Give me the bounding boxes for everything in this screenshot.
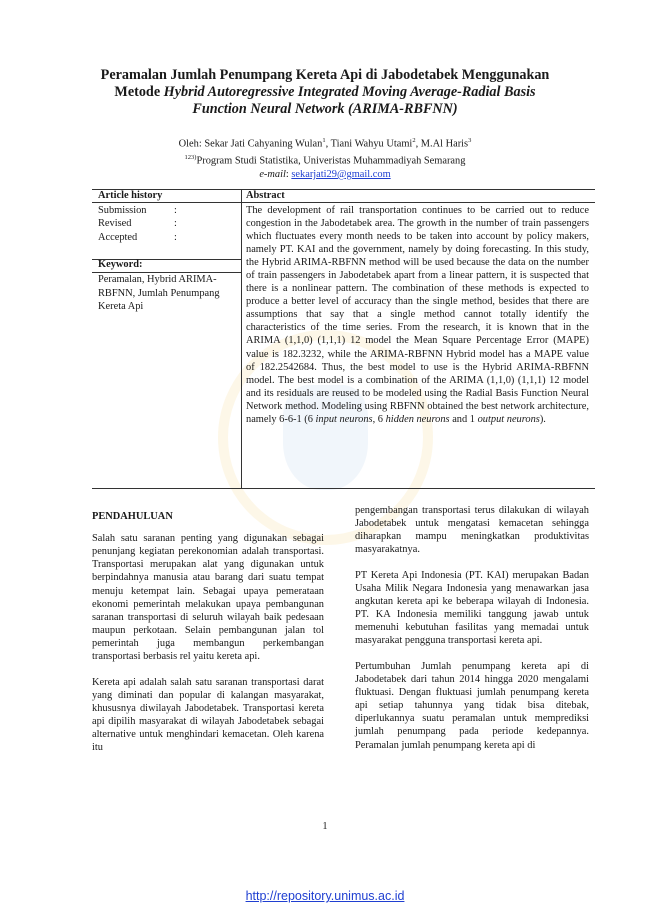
history-colon: : bbox=[174, 205, 177, 216]
history-row-revised: Revised: bbox=[98, 217, 177, 230]
repository-link[interactable]: http://repository.unimus.ac.id bbox=[245, 889, 405, 903]
history-row-accepted: Accepted: bbox=[98, 231, 177, 244]
author-prefix: Oleh: bbox=[178, 138, 205, 150]
affiliation-sup: 123) bbox=[184, 153, 197, 161]
abstract-italic-output: output neurons bbox=[477, 413, 540, 425]
keyword-heading: Keyword: bbox=[98, 259, 143, 270]
page-number: 1 bbox=[322, 821, 328, 832]
history-row-submission: Submission: bbox=[98, 204, 177, 217]
table-column-divider bbox=[241, 190, 242, 488]
keyword-text: Peramalan, Hybrid ARIMA-RBFNN, Jumlah Pe… bbox=[98, 274, 220, 312]
abstract-italic-input: input neurons bbox=[315, 413, 373, 425]
abstract-end: ). bbox=[539, 413, 546, 425]
affiliation-line: 123)Program Studi Statistika, Univerista… bbox=[80, 151, 570, 168]
email-colon: : bbox=[285, 168, 292, 180]
email-line: e-mail: sekarjati29@gmail.com bbox=[80, 168, 570, 182]
abstract-text: The development of rail transportation c… bbox=[246, 205, 589, 425]
affiliation: Program Studi Statistika, Univeristas Mu… bbox=[196, 155, 466, 167]
left-column: Salah satu saranan penting yang digunaka… bbox=[92, 532, 324, 767]
history-label: Accepted bbox=[98, 231, 138, 243]
abstract-sep: , 6 bbox=[372, 413, 386, 425]
title-method-italic: Hybrid Autoregressive Integrated Moving … bbox=[163, 84, 536, 100]
abstract-italic-hidden: hidden neurons bbox=[385, 413, 450, 425]
paragraph: PT Kereta Api Indonesia (PT. KAI) merupa… bbox=[355, 569, 589, 647]
university-logo-watermark bbox=[218, 330, 433, 545]
author-block: Oleh: Sekar Jati Cahyaning Wulan1, Tiani… bbox=[80, 134, 570, 181]
table-top-rule bbox=[92, 189, 595, 190]
article-history-heading: Article history bbox=[98, 190, 163, 201]
paper-title: Peramalan Jumlah Penumpang Kereta Api di… bbox=[80, 67, 570, 118]
title-line-3: Function Neural Network (ARIMA-RBFNN) bbox=[192, 101, 458, 117]
keyword-top-rule bbox=[92, 259, 241, 260]
footer: http://repository.unimus.ac.id bbox=[0, 889, 650, 903]
author-separator: , bbox=[415, 138, 421, 150]
keyword-rule bbox=[92, 272, 241, 273]
paragraph: Kereta api adalah salah satu saranan tra… bbox=[92, 676, 324, 754]
author-2-sup: 2 bbox=[412, 137, 416, 144]
title-line-2: Metode Hybrid Autoregressive Integrated … bbox=[80, 84, 570, 101]
table-bottom-rule bbox=[92, 488, 595, 489]
email-label: e-mail bbox=[259, 168, 286, 180]
article-history-list: Submission: Revised: Accepted: bbox=[98, 204, 177, 244]
author-1-sup: 1 bbox=[322, 137, 326, 144]
email-link[interactable]: sekarjati29@gmail.com bbox=[291, 168, 391, 180]
section-heading: PENDAHULUAN bbox=[92, 511, 173, 522]
title-method-prefix: Metode bbox=[114, 84, 164, 100]
table-header-rule bbox=[92, 202, 595, 203]
author-line: Oleh: Sekar Jati Cahyaning Wulan1, Tiani… bbox=[80, 134, 570, 151]
author-2: Tiani Wahyu Utami bbox=[330, 138, 413, 150]
author-1: Sekar Jati Cahyaning Wulan bbox=[204, 138, 323, 150]
right-column: pengembangan transportasi terus dilakuka… bbox=[355, 504, 589, 764]
title-line-1: Peramalan Jumlah Penumpang Kereta Api di… bbox=[100, 67, 550, 83]
paragraph: pengembangan transportasi terus dilakuka… bbox=[355, 505, 589, 556]
history-label: Submission bbox=[98, 205, 147, 216]
paragraph: Pertumbuhan Jumlah penumpang kereta api … bbox=[355, 660, 589, 751]
abstract-body: The development of rail transportation c… bbox=[246, 204, 589, 426]
history-colon: : bbox=[174, 218, 177, 230]
abstract-sep: and 1 bbox=[449, 413, 478, 425]
history-colon: : bbox=[174, 231, 177, 243]
paragraph: Salah satu saranan penting yang digunaka… bbox=[92, 533, 324, 663]
author-3: M.Al Haris bbox=[420, 138, 469, 150]
history-label: Revised bbox=[98, 218, 132, 230]
author-3-sup: 3 bbox=[468, 137, 472, 144]
author-separator: , bbox=[325, 138, 331, 150]
abstract-heading: Abstract bbox=[246, 190, 285, 201]
